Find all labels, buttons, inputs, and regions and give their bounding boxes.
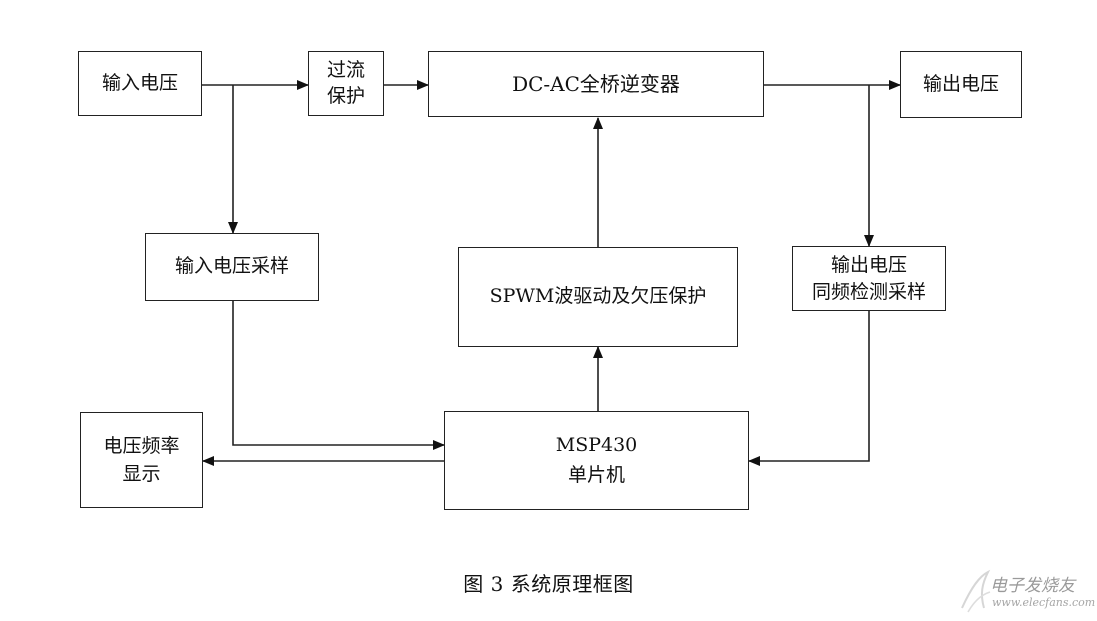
overcurrent-protection-block: 过流 保护 xyxy=(308,51,384,116)
input-sampling-label: 输入电压采样 xyxy=(174,255,289,278)
output-sync-sampling-block: 输出电压 同频检测采样 xyxy=(792,246,946,311)
spwm-driver-label: SPWM波驱动及欠压保护 xyxy=(489,285,707,308)
input-voltage-label: 输入电压 xyxy=(101,71,178,94)
watermark-text: 电子发烧友 xyxy=(990,576,1075,596)
watermark-url: www.elecfans.com xyxy=(992,596,1096,609)
display-label-line2: 显示 xyxy=(122,463,161,485)
output-voltage-block: 输出电压 xyxy=(900,51,1022,118)
overcurrent-label-line1: 过流 xyxy=(326,58,365,81)
input-sampling-block: 输入电压采样 xyxy=(145,233,319,301)
figure-caption: 图 3 系统原理框图 xyxy=(463,572,634,596)
output-voltage-label: 输出电压 xyxy=(922,72,999,95)
mcu-block: MSP430 单片机 xyxy=(444,411,749,510)
spwm-driver-block: SPWM波驱动及欠压保护 xyxy=(458,247,738,347)
overcurrent-label-line2: 保护 xyxy=(326,84,365,107)
arrow-sync-sampling-to-mcu xyxy=(748,311,870,466)
output-sync-label-line2: 同频检测采样 xyxy=(811,280,926,303)
inverter-block: DC-AC全桥逆变器 xyxy=(428,51,764,117)
display-label-line1: 电压频率 xyxy=(103,434,180,457)
mcu-label-line1: MSP430 xyxy=(555,434,638,457)
inverter-label: DC-AC全桥逆变器 xyxy=(512,71,680,96)
watermark-logo-icon xyxy=(961,569,991,613)
output-sync-label-line1: 输出电压 xyxy=(830,253,907,276)
mcu-label-line2: 单片机 xyxy=(567,463,625,486)
input-voltage-block: 输入电压 xyxy=(78,51,202,116)
display-block: 电压频率 显示 xyxy=(80,412,203,508)
arrow-sampling-to-mcu xyxy=(232,301,445,450)
